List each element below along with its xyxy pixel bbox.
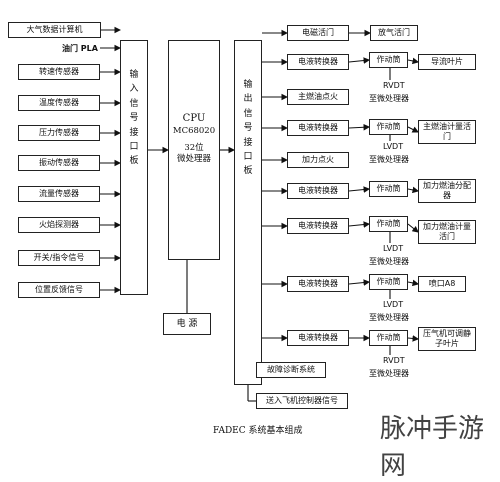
target-compressor-stator: 压气机可调静子叶片 — [418, 327, 476, 351]
input-interface-board — [120, 40, 148, 295]
actuator-3: 作动筒 — [369, 181, 408, 197]
input-position-feedback: 位置反馈信号 — [18, 282, 100, 298]
converter-3: 电液转换器 — [287, 183, 349, 199]
lvdt-label-4: LVDT — [383, 244, 404, 253]
rvdt-label-1: RVDT — [383, 81, 405, 90]
fadec-diagram: 大气数据计算机 油门 PLA 转速传感器 温度传感器 压力传感器 振动传感器 流… — [8, 22, 484, 481]
input-vibration-sensor: 振动传感器 — [18, 155, 100, 171]
input-temperature-sensor: 温度传感器 — [18, 95, 100, 111]
actuator-2: 作动筒 — [369, 119, 408, 135]
to-mcu-label-6: 至微处理器 — [369, 369, 409, 378]
target-main-fuel-valve: 主燃油计量活门 — [418, 120, 476, 144]
main-fuel-ignition: 主燃油点火 — [287, 89, 349, 105]
input-speed-sensor: 转速传感器 — [18, 64, 100, 80]
lvdt-label-2: LVDT — [383, 142, 404, 151]
input-flow-sensor: 流量传感器 — [18, 186, 100, 202]
actuator-5: 作动筒 — [369, 274, 408, 290]
solenoid-valve: 电磁活门 — [287, 25, 349, 41]
cpu-desc: 微处理器 — [176, 154, 211, 165]
to-mcu-label-4: 至微处理器 — [369, 257, 409, 266]
output-interface-board — [234, 40, 262, 385]
target-nozzle-a8: 喷口A8 — [418, 276, 466, 292]
rvdt-label-6: RVDT — [383, 356, 405, 365]
actuator-1: 作动筒 — [369, 52, 408, 68]
afterburner-ignition: 加力点火 — [287, 152, 349, 168]
to-mcu-label-1: 至微处理器 — [369, 94, 409, 103]
target-ab-distributor: 加力燃油分配器 — [418, 179, 476, 203]
input-board-label: 输入信号接口板 — [129, 70, 139, 167]
target-ab-fuel-valve: 加力燃油计量活门 — [418, 220, 476, 244]
actuator-4: 作动筒 — [369, 216, 408, 232]
input-flame-detector: 火焰探测器 — [18, 217, 100, 233]
target-guide-vanes: 导流叶片 — [418, 54, 476, 70]
power-supply: 电 源 — [163, 313, 211, 335]
converter-1: 电液转换器 — [287, 54, 349, 70]
cpu-bits: 32位 — [184, 142, 204, 153]
diagram-caption: FADEC 系统基本组成 — [213, 426, 303, 436]
cpu-label: CPU MC68020 32位 微处理器 — [168, 112, 220, 166]
to-mcu-label-2: 至微处理器 — [369, 155, 409, 164]
watermark: 脉冲手游网 — [380, 414, 485, 481]
input-throttle-pla: 油门 PLA — [62, 44, 98, 53]
input-pressure-sensor: 压力传感器 — [18, 125, 100, 141]
aircraft-controller-signal: 送入飞机控制器信号 — [256, 393, 348, 409]
converter-2: 电液转换器 — [287, 120, 349, 136]
fault-diagnosis-system: 故障诊断系统 — [256, 362, 326, 378]
lvdt-label-5: LVDT — [383, 300, 404, 309]
output-board-label: 输出信号接口板 — [243, 80, 253, 177]
converter-5: 电液转换器 — [287, 276, 349, 292]
cpu-model: MC68020 — [172, 125, 216, 136]
converter-6: 电液转换器 — [287, 330, 349, 346]
cpu-name: CPU — [182, 113, 206, 124]
cpu-block — [168, 40, 220, 260]
converter-4: 电液转换器 — [287, 218, 349, 234]
to-mcu-label-5: 至微处理器 — [369, 313, 409, 322]
input-air-data-computer: 大气数据计算机 — [8, 22, 101, 38]
input-switch-command: 开关/指令信号 — [18, 250, 100, 266]
bleed-valve: 放气活门 — [370, 25, 418, 41]
actuator-6: 作动筒 — [369, 330, 408, 346]
connector-lines — [100, 26, 420, 402]
